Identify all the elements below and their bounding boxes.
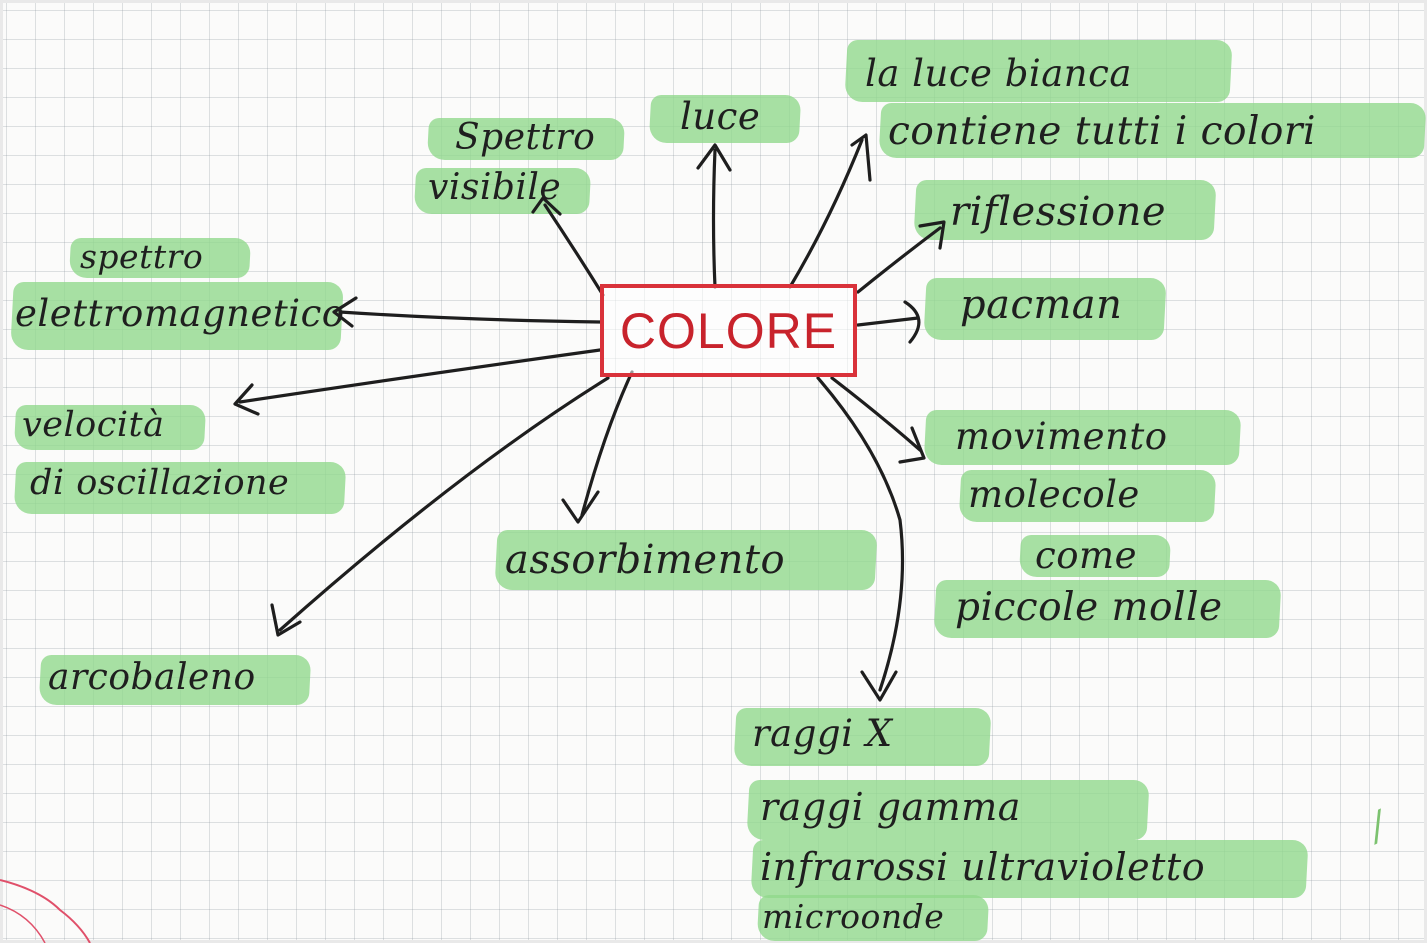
arrow-arcobaleno [278,376,610,632]
label-infrarossi: infrarossi ultravioletto [760,845,1206,889]
label-spettro-em-1: spettro [80,237,204,276]
label-spettro: Spettro [455,117,596,158]
label-pacman: pacman [960,282,1123,328]
label-contiene: contiene tutti i colori [888,109,1317,154]
arrow-onde [816,376,905,692]
label-velocita: velocità [22,405,165,445]
label-luce: luce [680,95,761,138]
arrow-riflessione [856,226,942,294]
label-arcobaleno: arcobaleno [48,657,256,698]
label-piccole-molle: piccole molle [955,585,1223,630]
label-spettro-em-2: elettromagnetico [15,292,345,335]
label-riflessione: riflessione [950,189,1167,235]
arrow-spettro-visibile [543,203,605,297]
label-raggi-gamma: raggi gamma [760,785,1021,829]
label-microonde: microonde [762,897,945,936]
label-visibile: visibile [428,167,562,208]
label-luce-bianca: la luce bianca [865,52,1132,95]
arrow-pacman [856,316,920,327]
label-raggi-x: raggi X [752,712,893,755]
arrow-velocita [238,348,602,404]
label-movimento: movimento [955,415,1168,458]
arrow-spettro-em [338,310,602,324]
arrow-luce [711,148,717,289]
label-assorbimento: assorbimento [505,537,786,583]
center-label: COLORE [619,302,838,359]
arrow-movimento [830,376,922,452]
center-node: COLORE [600,284,857,377]
label-molecole: molecole [968,473,1140,516]
arrow-assorbimento [580,370,634,517]
arrow-luce-bianca [788,138,864,289]
label-come: come [1035,534,1137,577]
label-oscillazione: di oscillazione [30,463,290,503]
